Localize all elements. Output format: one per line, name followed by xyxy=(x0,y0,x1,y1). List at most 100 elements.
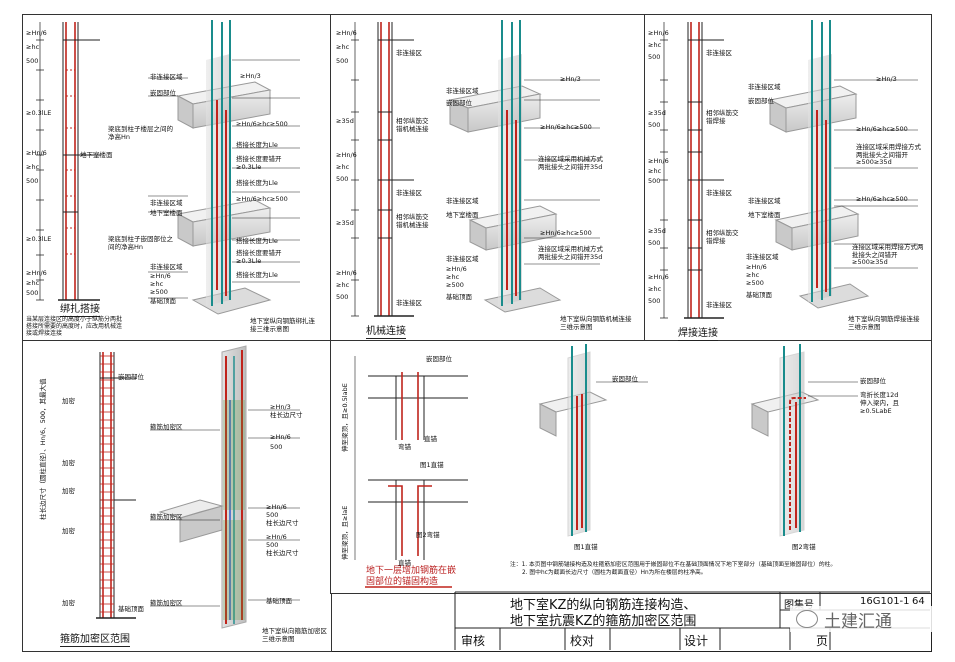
p3-dim-6: ≥hc xyxy=(648,167,662,175)
p2-label-6: 地下室楼面 xyxy=(446,211,479,219)
p2-dim-3: ≥35d xyxy=(336,117,354,125)
review-label: 审核 xyxy=(461,634,486,648)
watermark: 土建汇通 xyxy=(790,606,936,632)
p3-dim-10: ≥Hn/6 xyxy=(648,273,669,281)
p2-label-8: 连接区域采用机械方式两批接头之间错开35d xyxy=(538,245,603,261)
p1-label-nonjoin-top: 非连接区域 xyxy=(150,73,183,81)
p2-dim-6: 500 xyxy=(336,175,349,183)
p5-embed-c: 嵌固部位 xyxy=(860,377,886,385)
p3-label-12: ≥500 xyxy=(746,279,764,287)
p3-label-0: 非连接区域 xyxy=(748,83,781,91)
p1-label-netheight-b: 梁底到柱子嵌固部位之间的净高Hn xyxy=(108,235,173,251)
p1-label-hn6-c: ≥Hn/6 xyxy=(150,272,171,280)
p5-fig1-b: 图1直锚 xyxy=(574,543,598,551)
p1-label-hn6-b: ≥Hn/6≥hc≥500 xyxy=(236,195,288,203)
wechat-icon xyxy=(796,610,818,628)
p2-label-12: ≥500 xyxy=(446,281,464,289)
p3-dim-12: 500 xyxy=(648,297,661,305)
p1-label-nonjoin-bottom: 非连接区域 xyxy=(150,263,183,271)
p1-label-hn3: ≥Hn/3 xyxy=(240,72,261,80)
p1-label-schematic-floor: 地下室楼面 xyxy=(80,151,113,159)
p3-label-6: 地下室楼面 xyxy=(748,211,781,219)
p2-caption: 机械连接 xyxy=(366,322,406,339)
p2-schematic-column xyxy=(351,22,414,317)
p5-embed-a: 嵌固部位 xyxy=(426,355,452,363)
p3-dim-5: ≥Hn/6 xyxy=(648,157,669,165)
p3-zone-3: 相邻纵筋交错焊接 xyxy=(706,229,739,245)
p5-bend-min: ≥0.5LabE xyxy=(860,407,892,415)
p2-label-10: ≥Hn/6 xyxy=(446,265,467,273)
p4-left-foundation: 基础顶面 xyxy=(118,605,144,613)
p4-iso-view xyxy=(150,345,300,629)
p1-label-hc: ≥hc xyxy=(150,280,164,288)
p1-label-lap-3: 搭接长度为Lle xyxy=(236,237,278,245)
p4-label-2: ≥Hn/6 xyxy=(270,433,291,441)
p2-dim-1: ≥hc xyxy=(336,43,350,51)
p2-label-5: 非连接区域 xyxy=(446,197,479,205)
p2-dim-5: ≥hc xyxy=(336,163,350,171)
p3-label-13: 基础顶面 xyxy=(746,291,772,299)
p4-label-8: ≥Hn/6 xyxy=(266,533,287,541)
p3-label-11: ≥hc xyxy=(746,271,760,279)
p2-label-13: 基础顶面 xyxy=(446,293,472,301)
p2-zone-4: 非连接区 xyxy=(396,299,422,307)
p2-label-11: ≥hc xyxy=(446,273,460,281)
p1-iso-caption: 地下室纵向钢筋绑扎连接三维示意图 xyxy=(250,317,315,333)
p1-dim-6: 500 xyxy=(26,177,39,185)
page-label: 页 xyxy=(816,634,829,648)
panel-anchorage xyxy=(330,340,932,594)
p1-note: 当某层连接区的高度小于纵筋分两批搭接所需要的高度时，应改用机械连接或焊接连接 xyxy=(26,316,123,337)
p3-schematic-column xyxy=(660,22,724,319)
p1-label-embed: 嵌固部位 xyxy=(150,89,176,97)
p1-label-netheight-a: 梁底到柱子楼层之间的净高Hn xyxy=(108,125,173,141)
p3-zone-1: 相邻纵筋交错焊接 xyxy=(706,109,739,125)
p1-schematic-column xyxy=(36,22,100,301)
p1-dim-10: 500 xyxy=(26,289,39,297)
check-label: 校对 xyxy=(570,634,595,648)
p4-left-dense-5: 加密 xyxy=(62,599,75,607)
p1-label-hn6-a: ≥Hn/6≥hc≥500 xyxy=(236,120,288,128)
p2-label-1: 嵌固部位 xyxy=(446,99,472,107)
p3-dim-4: 500 xyxy=(648,121,661,129)
p1-dim-3: ≥0.3lLE xyxy=(26,109,52,117)
p3-dim-11: ≥hc xyxy=(648,285,662,293)
p3-zone-2: 非连接区 xyxy=(706,189,732,197)
p3-label-2: ≥Hn/3 xyxy=(876,75,897,83)
p2-dim-7: ≥35d xyxy=(336,219,354,227)
p4-left-embed: 嵌固部位 xyxy=(118,373,144,381)
p2-dim-10: 500 xyxy=(336,293,349,301)
p4-left-dense-2: 加密 xyxy=(62,459,75,467)
p2-iso-view xyxy=(448,20,600,313)
p1-label-lap-4: 搭接长度为Lle xyxy=(236,271,278,279)
p1-dim-2: 500 xyxy=(26,57,39,65)
p2-dim-8: ≥Hn/6 xyxy=(336,269,357,277)
p4-label-9: 500 xyxy=(266,541,279,549)
title-line-2: 地下室抗震KZ的箍筋加密区范围 xyxy=(510,614,697,629)
p5-note-2: 2. 图中hc为截面长边尺寸（圆柱为截面直径）Hn为所在楼层的柱净高。 xyxy=(522,570,707,576)
p1-label-lap-2: 搭接长度为Lle xyxy=(236,179,278,187)
p3-caption: 焊接连接 xyxy=(678,324,718,341)
p2-zone-0: 非连接区 xyxy=(396,49,422,57)
p4-left-dense-3: 加密 xyxy=(62,487,75,495)
p3-zone-4: 非连接区 xyxy=(706,301,732,309)
p2-label-3: ≥Hn/6≥hc≥500 xyxy=(540,123,592,131)
p3-label-10: ≥Hn/6 xyxy=(746,263,767,271)
p5-iso-bent xyxy=(750,344,858,537)
p4-label-1: 柱长边尺寸 xyxy=(270,411,303,419)
p5-left-label-2: 伸至梁顶，且≥laE xyxy=(341,505,349,560)
p2-dim-2: 500 xyxy=(336,57,349,65)
p3-zone-0: 非连接区 xyxy=(706,49,732,57)
p4-left-dense-4: 加密 xyxy=(62,527,75,535)
p1-dim-0: ≥Hn/6 xyxy=(26,29,47,37)
p4-label-12: 箍筋加密区 xyxy=(150,599,183,607)
p1-iso-view xyxy=(148,20,300,315)
p5-fig2-b: 图2弯锚 xyxy=(792,543,816,551)
panel-binding-lap xyxy=(22,14,332,342)
p2-label-9: 非连接区域 xyxy=(446,255,479,263)
p4-label-3: 500 xyxy=(270,443,283,451)
p3-label-8: 连接区域采用焊接方式两批接头之间错开≥500≥35d xyxy=(852,243,924,266)
p5-straight-b: 直锚 xyxy=(398,559,411,567)
p4-caption: 箍筋加密区范围 xyxy=(60,630,130,647)
